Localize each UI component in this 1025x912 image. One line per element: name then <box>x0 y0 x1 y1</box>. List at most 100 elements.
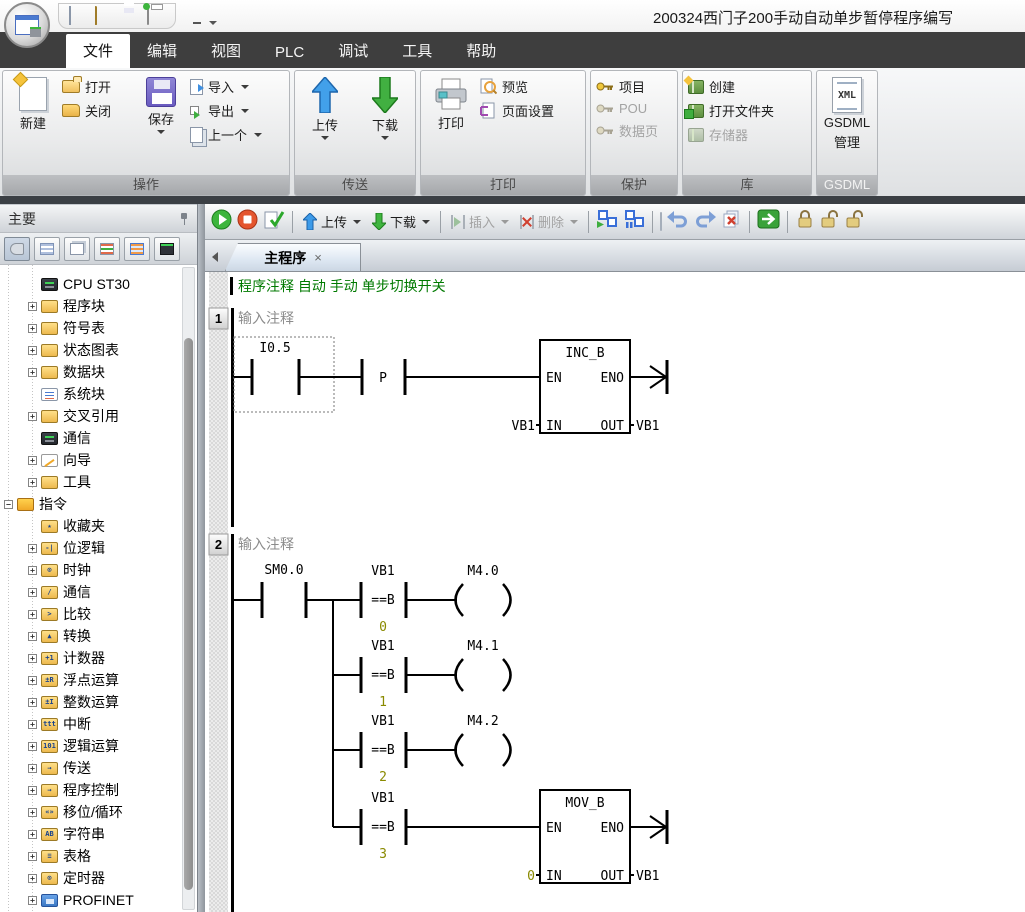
page-setup-button[interactable]: 页面设置 <box>480 101 554 120</box>
sidebar-scrollbar-thumb[interactable] <box>184 338 193 890</box>
export-button[interactable]: 导出 <box>190 101 262 120</box>
import-caret-icon[interactable] <box>241 84 250 89</box>
pages-view-button[interactable] <box>64 236 90 261</box>
quickbar-customize-button[interactable] <box>193 12 217 25</box>
sidebar-splitter[interactable] <box>197 204 205 912</box>
tree-expand-toggle[interactable]: + <box>28 367 37 377</box>
tree-expand-toggle[interactable]: + <box>28 719 37 729</box>
tree-item-整数运算[interactable]: +整数运算 <box>4 691 197 713</box>
tree-expand-toggle[interactable]: + <box>28 807 37 817</box>
tree-item-移位/循环[interactable]: +移位/循环 <box>4 801 197 823</box>
tree-expand-toggle[interactable]: + <box>28 543 37 553</box>
tree-item-转换[interactable]: +转换 <box>4 625 197 647</box>
tree-expand-toggle[interactable]: + <box>28 851 37 861</box>
tree-item-数据块[interactable]: +数据块 <box>4 361 197 383</box>
tree-item-向导[interactable]: +向导 <box>4 449 197 471</box>
library-create-button[interactable]: 创建 <box>688 77 774 96</box>
tree-expand-toggle[interactable]: + <box>28 323 37 333</box>
tree-item-位逻辑[interactable]: +位逻辑 <box>4 537 197 559</box>
tree-item-计数器[interactable]: +计数器 <box>4 647 197 669</box>
print-button[interactable]: 打印 <box>424 74 478 132</box>
tree-expand-toggle[interactable]: + <box>28 609 37 619</box>
stop-button[interactable] <box>237 209 258 235</box>
menu-tab-PLC[interactable]: PLC <box>275 44 305 61</box>
download-toolbar-button[interactable]: 下载 <box>369 210 433 233</box>
tree-item-表格[interactable]: +表格 <box>4 845 197 867</box>
tree-item-传送[interactable]: +传送 <box>4 757 197 779</box>
tree-item-程序块[interactable]: +程序块 <box>4 295 197 317</box>
tab-scroll-left-button[interactable] <box>207 247 223 267</box>
tree-expand-toggle[interactable]: + <box>28 301 37 311</box>
quick-save-button[interactable] <box>121 7 139 25</box>
quick-new-button[interactable] <box>69 6 87 25</box>
menu-tab-帮助[interactable]: 帮助 <box>466 43 497 60</box>
preview-button[interactable]: 预览 <box>480 77 554 96</box>
tree-item-CPU ST30[interactable]: CPU ST30 <box>4 273 197 295</box>
tree-item-PROFINET[interactable]: +PROFINET <box>4 889 197 911</box>
pou-view-button[interactable] <box>596 209 618 234</box>
tree-item-状态图表[interactable]: +状态图表 <box>4 339 197 361</box>
export-caret-icon[interactable] <box>241 108 250 113</box>
tree-expand-toggle[interactable]: + <box>28 873 37 883</box>
tree-expand-toggle[interactable]: + <box>28 763 37 773</box>
clear-button[interactable] <box>721 210 742 234</box>
tree-expand-toggle[interactable]: + <box>28 411 37 421</box>
tree-expand-toggle[interactable]: − <box>4 499 13 509</box>
open-button[interactable]: 打开 <box>62 76 132 96</box>
tree-expand-toggle[interactable]: + <box>28 829 37 839</box>
unlock-all-button[interactable] <box>845 209 865 234</box>
tree-expand-toggle[interactable]: + <box>28 895 37 905</box>
compile-button[interactable] <box>263 208 285 235</box>
download-caret-icon[interactable] <box>381 136 389 140</box>
menu-tab-工具[interactable]: 工具 <box>402 43 433 60</box>
tree-item-浮点运算[interactable]: +浮点运算 <box>4 669 197 691</box>
save-button[interactable]: 保存 <box>134 74 188 134</box>
protect-project-button[interactable]: 项目 <box>596 77 658 96</box>
unlock-button[interactable] <box>820 209 840 234</box>
library-open-folder-button[interactable]: 打开文件夹 <box>684 101 774 120</box>
goto-button[interactable] <box>757 209 780 234</box>
tree-expand-toggle[interactable]: + <box>28 631 37 641</box>
menu-tab-编辑[interactable]: 编辑 <box>147 43 178 60</box>
redo-button[interactable] <box>694 210 717 233</box>
tree-expand-toggle[interactable]: + <box>28 697 37 707</box>
tree-item-时钟[interactable]: +时钟 <box>4 559 197 581</box>
pou-list-button[interactable] <box>623 209 645 234</box>
panel-view-button[interactable] <box>124 236 150 261</box>
import-button[interactable]: 导入 <box>190 77 262 96</box>
quick-open-button[interactable] <box>95 6 113 25</box>
tab-main-program[interactable]: 主程序 × <box>225 243 361 271</box>
download-toolbar-caret[interactable] <box>422 219 431 224</box>
tree-expand-toggle[interactable]: + <box>28 455 37 465</box>
tree-expand-toggle[interactable]: + <box>28 587 37 597</box>
tree-expand-toggle[interactable]: + <box>28 741 37 751</box>
tree-item-系统块[interactable]: 系统块 <box>4 383 197 405</box>
tree-expand-toggle[interactable]: + <box>28 653 37 663</box>
previous-caret-icon[interactable] <box>254 132 263 137</box>
tag-view-button[interactable] <box>4 236 30 261</box>
lock-button[interactable] <box>795 209 815 234</box>
tree-item-收藏夹[interactable]: 收藏夹 <box>4 515 197 537</box>
app-menu-button[interactable] <box>4 2 50 48</box>
tree-item-工具[interactable]: +工具 <box>4 471 197 493</box>
tree-item-交叉引用[interactable]: +交叉引用 <box>4 405 197 427</box>
tree-item-字符串[interactable]: +字符串 <box>4 823 197 845</box>
tree-item-程序控制[interactable]: +程序控制 <box>4 779 197 801</box>
tree-expand-toggle[interactable]: + <box>28 675 37 685</box>
tree-item-通信[interactable]: +通信 <box>4 581 197 603</box>
upload-toolbar-button[interactable]: 上传 <box>300 210 364 233</box>
gsdml-manage-button[interactable]: XML GSDML 管理 <box>820 74 874 151</box>
tree-expand-toggle[interactable]: + <box>28 785 37 795</box>
sidebar-scrollbar[interactable] <box>182 267 195 910</box>
tree-item-比较[interactable]: +比较 <box>4 603 197 625</box>
upload-button[interactable]: 上传 <box>298 74 352 140</box>
quick-print-button[interactable] <box>147 6 165 25</box>
close-button[interactable]: 关闭 <box>62 101 132 120</box>
grid-view-button[interactable] <box>34 236 60 261</box>
tree-item-通信[interactable]: 通信 <box>4 427 197 449</box>
save-dropdown-caret[interactable] <box>157 130 165 134</box>
undo-button[interactable] <box>667 210 689 233</box>
tree-item-中断[interactable]: +中断 <box>4 713 197 735</box>
tree-expand-toggle[interactable]: + <box>28 345 37 355</box>
upload-caret-icon[interactable] <box>321 136 329 140</box>
